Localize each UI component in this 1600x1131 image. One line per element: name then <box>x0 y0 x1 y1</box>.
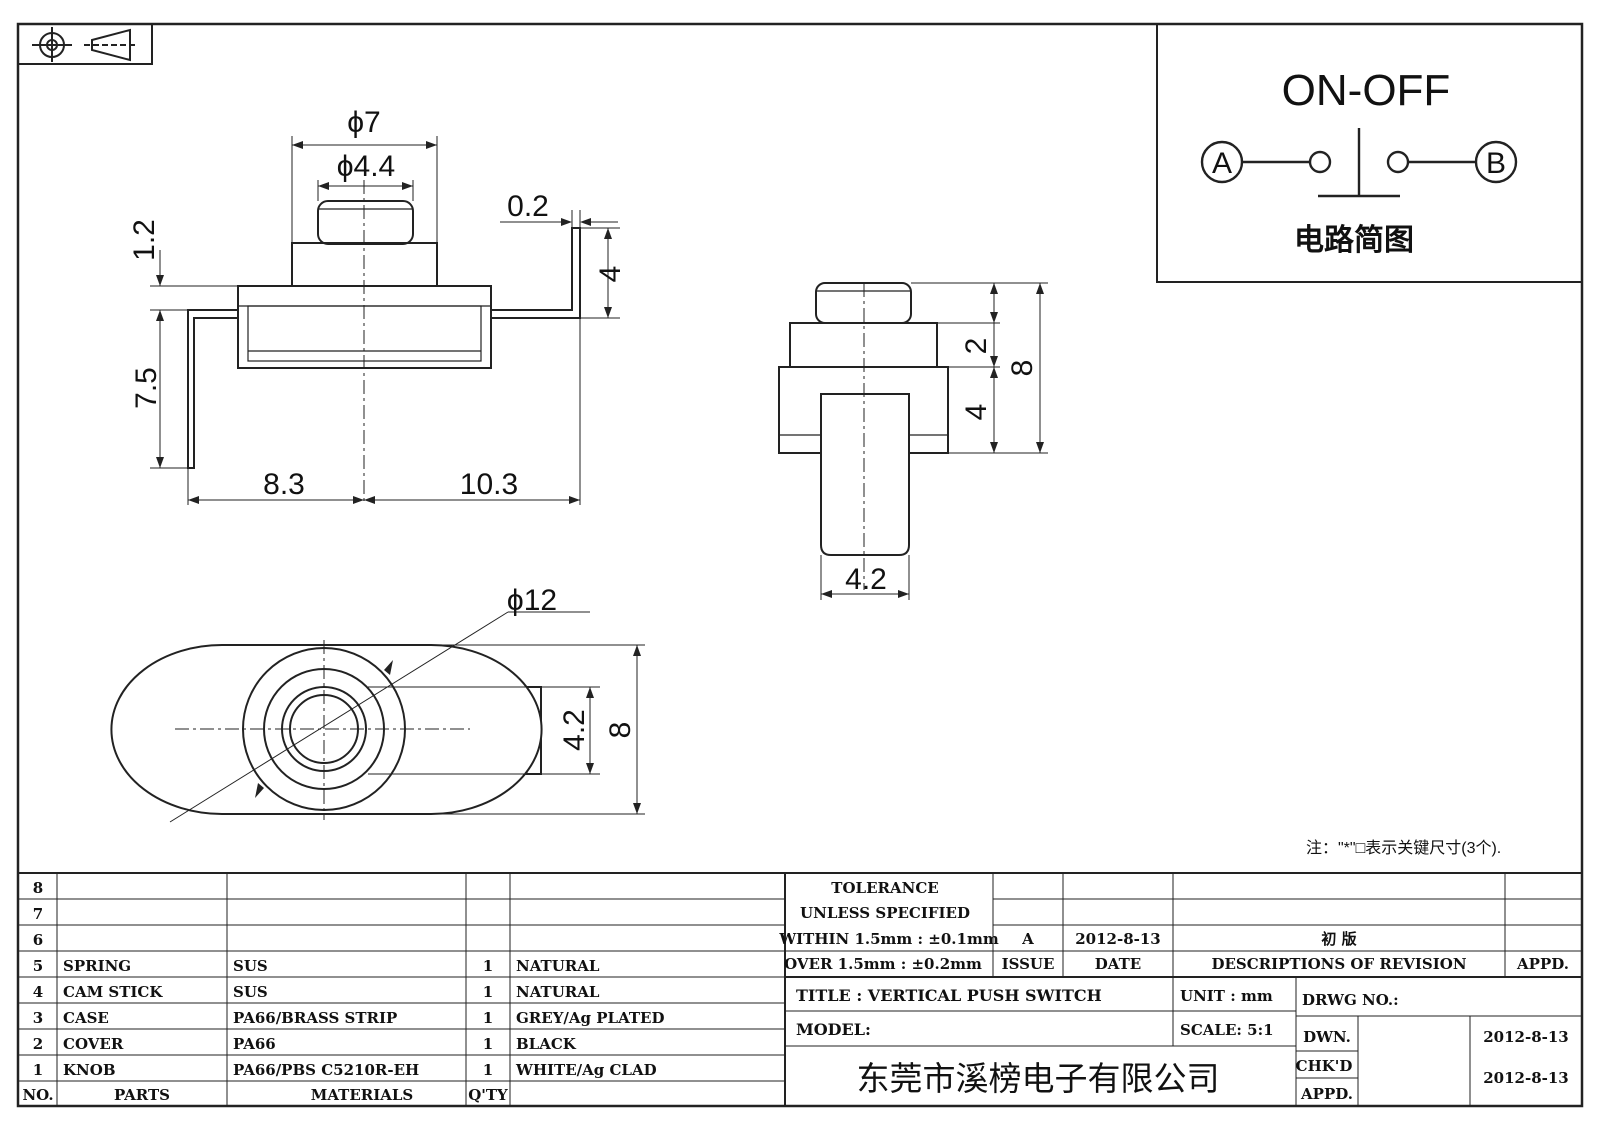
unit-label: UNIT : mm <box>1180 987 1273 1005</box>
bom-finish: NATURAL <box>516 957 600 975</box>
key-dimension-note: 注："*"□表示关键尺寸(3个). <box>1306 839 1501 857</box>
dim-0-2: 0.2 <box>507 190 549 223</box>
bom-header-parts: PARTS <box>114 1086 170 1104</box>
bom-no: 5 <box>33 957 43 975</box>
dim-8-3: 8.3 <box>263 468 305 501</box>
bom-finish: NATURAL <box>516 983 600 1001</box>
bom-qty: 1 <box>483 1035 493 1053</box>
side-view <box>778 282 1048 600</box>
approved-label: APPD. <box>1300 1085 1353 1103</box>
front-view <box>150 136 620 505</box>
dim-side-2: 2 <box>960 338 993 355</box>
dim-top-4-2: 4.2 <box>558 709 591 751</box>
issue-label: ISSUE <box>1002 955 1055 973</box>
dim-1-2: 1.2 <box>128 219 161 261</box>
bom-finish: GREY/Ag PLATED <box>516 1009 665 1027</box>
dim-phi12: ϕ12 <box>507 584 557 617</box>
first-angle-projection-icon <box>17 23 153 65</box>
bom-part: COVER <box>63 1035 124 1053</box>
bom-qty: 1 <box>483 983 493 1001</box>
bom-material: SUS <box>233 957 268 975</box>
bom-no: 2 <box>33 1035 43 1053</box>
bom-part: CASE <box>63 1009 109 1027</box>
bom-finish: BLACK <box>516 1035 577 1053</box>
tolerance-over: OVER 1.5mm : ±0.2mm <box>784 955 982 973</box>
title-block <box>18 872 1582 1106</box>
revision-description: 初 版 <box>1321 930 1356 948</box>
descriptions-label: DESCRIPTIONS OF REVISION <box>1211 955 1466 973</box>
dim-phi4-4: ϕ4.4 <box>337 150 396 183</box>
top-view <box>110 611 645 823</box>
bom-qty: 1 <box>483 1009 493 1027</box>
date-label: DATE <box>1095 955 1141 973</box>
checked-date: 2012-8-13 <box>1483 1069 1569 1087</box>
dim-7-5: 7.5 <box>130 367 163 409</box>
drawn-label: DWN. <box>1303 1028 1351 1046</box>
circuit-caption: 电路简图 <box>1294 223 1414 257</box>
appd-label: APPD. <box>1516 955 1569 973</box>
bom-part: KNOB <box>63 1061 116 1079</box>
terminal-b-label: B <box>1486 147 1506 180</box>
bom-header-qty: Q'TY <box>468 1086 508 1104</box>
bom-no: 1 <box>33 1061 43 1079</box>
bom-qty: 1 <box>483 957 493 975</box>
dim-4-front: 4 <box>594 266 627 283</box>
bom-material: PA66/BRASS STRIP <box>233 1009 397 1027</box>
bom-finish: WHITE/Ag CLAD <box>515 1061 657 1079</box>
bom-no: 7 <box>33 905 43 923</box>
bom-no: 3 <box>33 1009 43 1027</box>
revision-date: 2012-8-13 <box>1075 930 1161 948</box>
drawing-number-label: DRWG NO.: <box>1302 991 1399 1009</box>
bom-material: SUS <box>233 983 268 1001</box>
dim-phi7: ϕ7 <box>347 106 381 139</box>
bom-no: 4 <box>33 983 43 1001</box>
scale-label: SCALE: 5:1 <box>1180 1021 1274 1039</box>
drawn-date: 2012-8-13 <box>1483 1028 1569 1046</box>
dim-side-4-2: 4.2 <box>845 563 887 596</box>
bom-material: PA66/PBS C5210R-EH <box>233 1061 419 1079</box>
bom-no: 6 <box>33 931 43 949</box>
dim-10-3: 10.3 <box>460 468 518 501</box>
bom-header-materials: MATERIALS <box>311 1086 414 1104</box>
circuit-diagram: ON-OFF A B 电路简图 <box>1156 23 1583 283</box>
company-name: 东莞市溪榜电子有限公司 <box>857 1059 1220 1098</box>
drawing-title: TITLE : VERTICAL PUSH SWITCH <box>796 986 1102 1005</box>
model-label: MODEL: <box>796 1020 871 1039</box>
bom-no: 8 <box>33 879 43 897</box>
checked-label: CHK'D <box>1296 1057 1353 1075</box>
dim-side-4: 4 <box>960 404 993 421</box>
tolerance-subtitle: UNLESS SPECIFIED <box>800 904 970 922</box>
bom-part: CAM STICK <box>63 983 163 1001</box>
circuit-title: ON-OFF <box>1282 66 1451 115</box>
bom-qty: 1 <box>483 1061 493 1079</box>
bom-part: SPRING <box>63 957 131 975</box>
dim-side-8: 8 <box>1006 360 1039 377</box>
bom-material: PA66 <box>233 1035 276 1053</box>
revision-issue: A <box>1021 930 1034 948</box>
tolerance-within: WITHIN 1.5mm : ±0.1mm <box>778 930 999 948</box>
bom-header-no: NO. <box>22 1086 53 1104</box>
terminal-a-label: A <box>1212 147 1232 180</box>
dim-top-8: 8 <box>604 722 637 739</box>
tolerance-title: TOLERANCE <box>831 879 938 897</box>
